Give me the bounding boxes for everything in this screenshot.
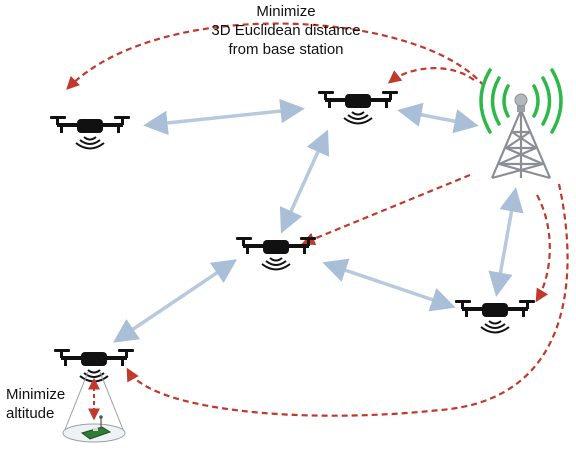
distance-minimization-arrows	[66, 22, 569, 417]
dashed-arrow-tower-to-drone2	[387, 67, 475, 84]
left-label-line-2: altitude	[6, 405, 55, 422]
left-label-line-1: Minimize	[6, 386, 66, 403]
link-drone3-drone5	[112, 259, 238, 343]
top-objective-label: Minimize 3D Euclidean distance from base…	[186, 2, 386, 59]
link-drone2-tower	[397, 102, 479, 134]
drone-icon-3	[235, 236, 317, 271]
drone-icon-4	[454, 299, 536, 334]
top-label-line-1: Minimize	[256, 3, 316, 20]
link-drone2-drone3	[279, 129, 330, 234]
dashed-arrow-tower-to-drone4	[535, 194, 551, 303]
dashed-arrow-tower-to-drone5	[126, 183, 569, 417]
altitude-objective-label: Minimize altitude	[6, 385, 76, 423]
top-label-line-2: 3D Euclidean distance	[211, 22, 361, 39]
link-drone3-drone4	[322, 258, 456, 312]
link-tower-drone4	[488, 187, 524, 297]
drone-icon-1	[49, 115, 131, 150]
ground-sensor-icon	[80, 415, 112, 440]
link-drone1-drone2	[143, 98, 305, 136]
dashed-arrow-tower-to-drone1	[66, 22, 485, 90]
drone-icon-5	[53, 348, 135, 383]
communication-links	[112, 98, 524, 343]
cell-tower-icon	[479, 68, 563, 180]
top-label-line-3: from base station	[228, 41, 344, 58]
drone-icon-2	[317, 90, 399, 125]
dashed-arrow-tower-to-drone3	[301, 173, 471, 246]
